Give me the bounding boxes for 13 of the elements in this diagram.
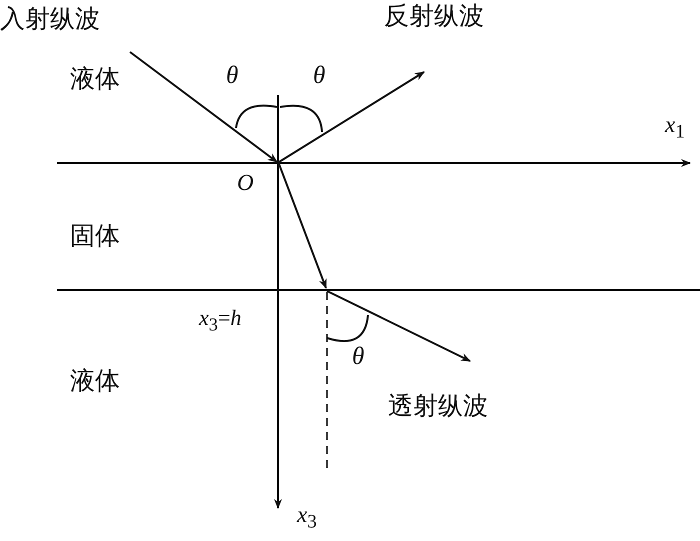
wave-label: 入射纵波 [0, 6, 100, 34]
angle-label: θ [313, 62, 326, 90]
medium-label: 液体 [70, 66, 120, 94]
axis-label: x$_{3}$ [297, 502, 317, 533]
medium-label: 液体 [70, 368, 120, 396]
origin-label: O [237, 170, 254, 196]
axis-label: x$_{1}$ [665, 112, 685, 143]
wave-label: 反射纵波 [384, 3, 484, 30]
wave-label: 透射纵波 [388, 393, 488, 420]
angle-label: θ [352, 343, 364, 370]
angle-label: θ [226, 62, 238, 90]
medium-label: 固体 [70, 223, 120, 250]
depth-label: x$_{3}$=h [199, 306, 242, 335]
